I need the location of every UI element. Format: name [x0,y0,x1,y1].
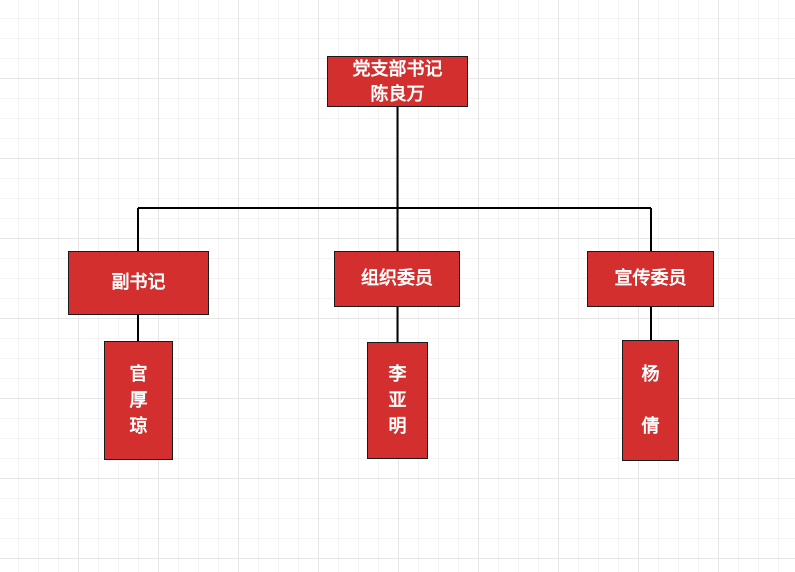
node-party-secretary-name: 陈良万 [370,83,425,105]
node-person-publicity-name: 杨 倩 [641,363,660,437]
node-person-organization: 李 亚 明 [367,342,428,459]
node-deputy-secretary: 副书记 [68,251,209,315]
node-organization-committee: 组织委员 [334,251,460,307]
node-party-secretary-title: 党支部书记 [352,58,443,80]
node-person-publicity: 杨 倩 [622,340,679,461]
node-publicity-committee: 宣传委员 [587,251,714,307]
node-person-organization-name: 李 亚 明 [388,363,407,437]
node-person-deputy-name: 官 厚 琼 [129,363,148,437]
node-party-secretary: 党支部书记 陈良万 [327,56,468,107]
node-publicity-committee-label: 宣传委员 [614,268,687,289]
node-deputy-secretary-label: 副书记 [111,272,166,293]
node-organization-committee-label: 组织委员 [361,268,433,289]
node-person-deputy: 官 厚 琼 [104,341,173,460]
